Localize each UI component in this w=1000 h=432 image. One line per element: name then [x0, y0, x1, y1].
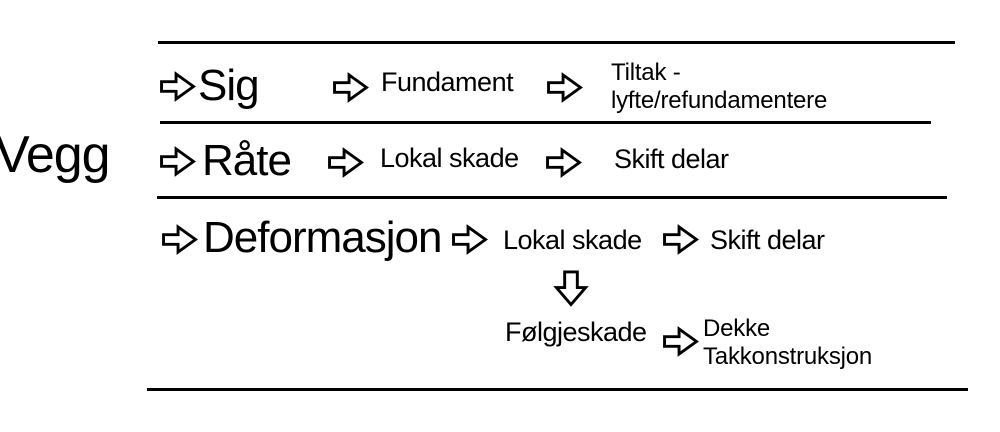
right-arrow-icon [545, 147, 583, 178]
right-arrow-icon [159, 146, 197, 177]
right-arrow-icon [327, 147, 365, 178]
row1-cause-label: Sig [198, 61, 260, 110]
row3-effect-label: Lokal skade [503, 225, 642, 255]
right-arrow-icon [546, 72, 584, 103]
right-arrow-icon [159, 71, 197, 102]
row3-action-label: Skift delar [710, 225, 825, 255]
divider-row2-row3 [157, 196, 947, 199]
right-arrow-icon [662, 224, 700, 255]
divider-row1-row2 [160, 121, 931, 124]
branch-action-line1: Dekke [703, 315, 771, 342]
row2-effect-label: Lokal skade [380, 143, 519, 173]
right-arrow-icon [662, 326, 700, 357]
row2-action-label: Skift delar [614, 144, 729, 174]
right-arrow-icon [332, 72, 370, 103]
row1-action-line2: lyfte/refundamentere [611, 87, 828, 114]
row1-action-label: Tiltak - lyfte/refundamentere [611, 59, 827, 115]
branch-action-line2: Takkonstruksjon [703, 343, 873, 370]
row1-action-line1: Tiltak - [611, 59, 681, 86]
row1-effect-label: Fundament [381, 67, 514, 97]
section-title: Vegg [0, 126, 111, 184]
right-arrow-icon [161, 224, 199, 255]
branch-effect-label: Følgjeskade [505, 317, 647, 347]
branch-action-label: Dekke Takkonstruksjon [703, 315, 872, 371]
right-arrow-icon [451, 224, 489, 255]
down-arrow-icon [552, 270, 590, 308]
row2-cause-label: Råte [202, 136, 292, 185]
row3-cause-label: Deformasjon [203, 213, 442, 262]
divider-bottom [147, 388, 968, 391]
divider-top [158, 41, 955, 44]
